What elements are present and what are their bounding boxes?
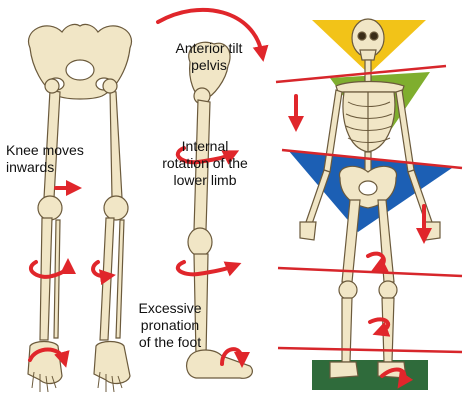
label-line: inwards bbox=[6, 159, 55, 175]
label-line: pelvis bbox=[191, 57, 227, 73]
label-line: Excessive bbox=[138, 300, 202, 316]
ankle-line bbox=[277, 346, 463, 354]
pelvis-line bbox=[281, 148, 463, 170]
alignment-lines bbox=[275, 64, 463, 354]
label-line: pronation bbox=[140, 317, 200, 333]
panel3-arrows bbox=[288, 94, 432, 389]
rotation-arrow-icon-left-shin bbox=[28, 258, 76, 279]
thigh-rotation-arrow-icon bbox=[176, 146, 240, 165]
knee-rotation-arrow-icon bbox=[366, 251, 389, 272]
rib-lines bbox=[345, 101, 393, 143]
label-line: lower limb bbox=[173, 172, 237, 188]
side-leg-skeleton bbox=[186, 41, 253, 379]
foot-rotation-arrow-icon-right bbox=[380, 367, 414, 389]
shin-rotation-arrow-icon-right bbox=[368, 317, 391, 337]
label-line: rotation of the bbox=[162, 155, 248, 171]
toe-details bbox=[31, 371, 123, 393]
label-line: Knee moves bbox=[6, 142, 84, 158]
panel1-arrows bbox=[28, 180, 116, 368]
foot-rotation-arrow-icon bbox=[28, 347, 70, 368]
foot-curved-arrow-icon bbox=[220, 347, 250, 368]
shoulder-line bbox=[275, 64, 447, 84]
label-line: Anterior tilt bbox=[175, 40, 243, 56]
panel2-arrows bbox=[156, 7, 269, 368]
label-line: Internal bbox=[181, 138, 229, 154]
shin-rotation-arrow-icon bbox=[176, 260, 242, 277]
knee-line bbox=[277, 266, 463, 278]
pelvis-tilt-curved-arrow-icon bbox=[156, 7, 269, 62]
rotation-arrow-icon-right-shin bbox=[91, 260, 116, 286]
label-line: of the foot bbox=[138, 334, 202, 350]
